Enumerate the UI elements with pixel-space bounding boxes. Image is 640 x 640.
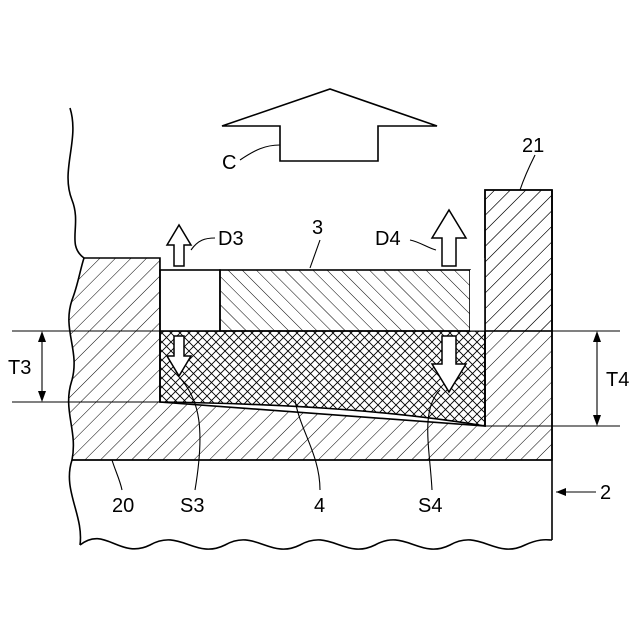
label-d4: D4 xyxy=(375,228,401,250)
wall-21 xyxy=(485,190,552,331)
label-20: 20 xyxy=(112,495,134,517)
cavity xyxy=(160,258,485,270)
label-2: 2 xyxy=(600,482,611,504)
label-t3: T3 xyxy=(8,357,31,379)
label-3: 3 xyxy=(312,217,323,239)
label-21: 21 xyxy=(522,135,544,157)
label-t4: T4 xyxy=(606,369,629,391)
label-s4: S4 xyxy=(418,495,442,517)
label-d3: D3 xyxy=(218,228,244,250)
plate-3 xyxy=(220,270,470,331)
lower-wavy-edge xyxy=(80,539,552,549)
arrow-d4 xyxy=(432,210,466,266)
empty-block xyxy=(160,270,220,331)
label-c: C xyxy=(222,152,236,174)
label-4: 4 xyxy=(314,495,325,517)
arrow-c xyxy=(222,89,437,161)
label-s3: S3 xyxy=(180,495,204,517)
gap-right xyxy=(470,270,485,331)
